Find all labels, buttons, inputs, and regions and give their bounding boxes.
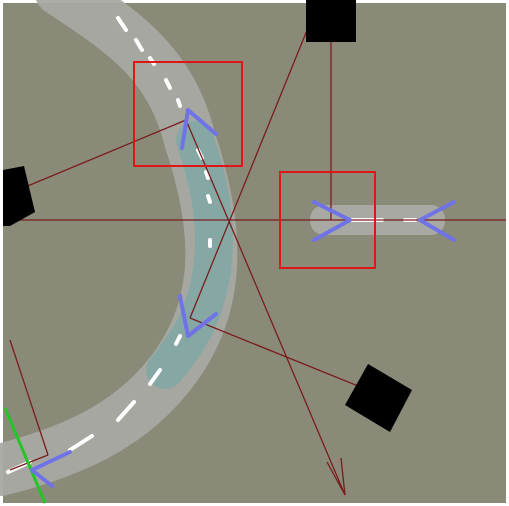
ray-arrowhead (326, 457, 346, 496)
chevron-right-a[interactable] (312, 200, 352, 242)
chevron-upper[interactable] (180, 108, 218, 150)
chevron-middle[interactable] (178, 294, 218, 338)
block-left[interactable] (3, 166, 35, 226)
selection-box-right[interactable] (279, 171, 376, 269)
green-axis-line (3, 407, 47, 504)
chevron-right-b[interactable] (418, 200, 456, 242)
block-top[interactable] (306, 0, 356, 42)
block-bottom-right[interactable] (345, 364, 412, 432)
chevron-lower-left[interactable] (30, 450, 72, 488)
selection-box-upper[interactable] (133, 61, 243, 167)
